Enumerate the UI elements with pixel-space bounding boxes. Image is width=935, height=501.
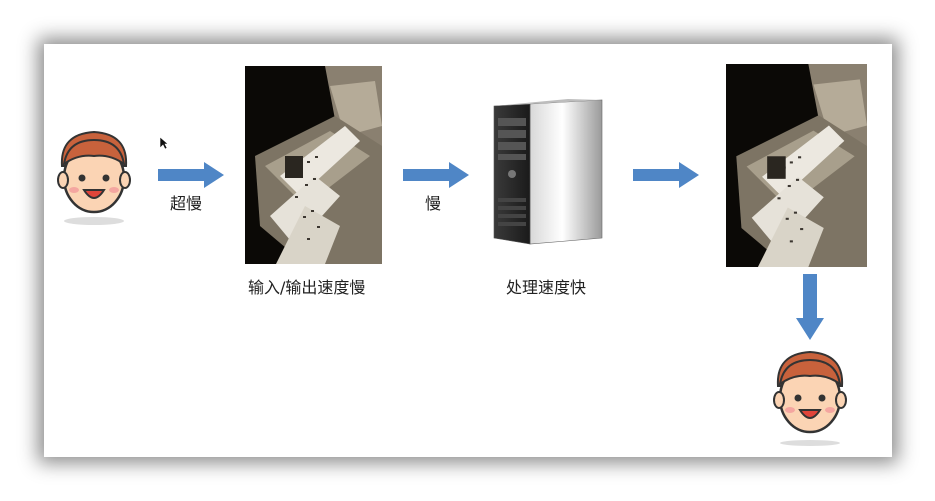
arrow-label-slow: 慢: [425, 194, 442, 213]
slide: 超慢 输入/输出速度慢 慢: [44, 44, 892, 457]
user-face-icon: [773, 350, 847, 446]
arrow-right-icon: [633, 162, 699, 188]
io-caption: 输入/输出速度慢: [248, 278, 366, 297]
user-face-icon: [57, 130, 131, 225]
arrow-down-icon: [796, 274, 824, 340]
mouse-cursor-icon: [159, 136, 169, 150]
desktop-computer-icon: [493, 99, 603, 245]
cpu-caption: 处理速度快: [506, 278, 587, 297]
arrow-right-icon: [158, 162, 224, 188]
arrow-label-very-slow: 超慢: [170, 194, 203, 213]
arrow-right-icon: [403, 162, 469, 188]
punch-card-reader-photo: [245, 66, 382, 264]
punch-card-reader-photo: [726, 64, 867, 267]
